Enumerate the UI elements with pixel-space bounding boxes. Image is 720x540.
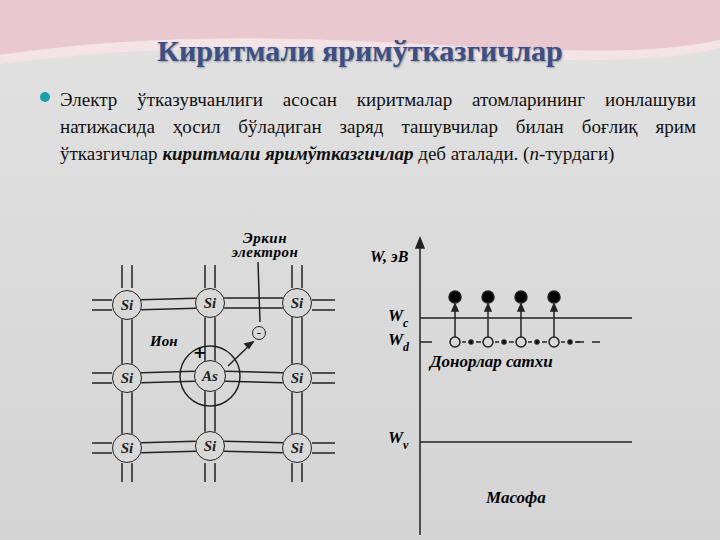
atom-symbol: Si bbox=[204, 295, 217, 312]
callout-label: Ион bbox=[150, 333, 178, 350]
axis-label: Масофа bbox=[486, 488, 546, 508]
silicon-atom: Si bbox=[112, 363, 142, 393]
atom-symbol: Si bbox=[291, 295, 304, 312]
silicon-atom: Si bbox=[282, 288, 312, 318]
bond-line bbox=[224, 298, 283, 308]
definition-end: деб аталади. ( bbox=[418, 143, 529, 164]
atom-symbol: Si bbox=[121, 370, 134, 387]
atom-symbol: - bbox=[257, 327, 261, 339]
bond-line bbox=[141, 371, 195, 382]
silicon-atom: Si bbox=[195, 288, 225, 318]
silicon-atom: Si bbox=[112, 290, 142, 320]
bond-line bbox=[292, 392, 302, 434]
silicon-atom: Si bbox=[112, 433, 142, 463]
level-subscript: d bbox=[403, 340, 409, 355]
electron-circle: - bbox=[252, 326, 266, 340]
callout-label: Эркин электрон bbox=[222, 231, 308, 259]
axis-label: W, эВ bbox=[370, 248, 408, 266]
atom-symbol: Si bbox=[291, 440, 304, 457]
level-subscript: v bbox=[403, 438, 408, 453]
bond-line bbox=[292, 317, 302, 364]
atom-symbol: Si bbox=[291, 370, 304, 387]
bond-line bbox=[205, 391, 215, 432]
bond-line bbox=[122, 392, 132, 434]
level-subscript: c bbox=[403, 316, 408, 331]
type-letter: n bbox=[529, 143, 539, 164]
silicon-atom: Si bbox=[282, 363, 312, 393]
bond-line bbox=[224, 441, 283, 452]
silicon-atom: Si bbox=[282, 433, 312, 463]
atom-symbol: Si bbox=[121, 297, 134, 314]
bond-line bbox=[225, 371, 283, 382]
defined-term: киритмали яримўтказгичлар bbox=[162, 143, 413, 164]
charge-sign: + bbox=[193, 345, 206, 361]
dopant-atom: As bbox=[194, 360, 226, 392]
level-symbol: W bbox=[388, 428, 403, 448]
bond-line bbox=[205, 317, 215, 361]
definition-text: Электр ўтказувчанлиги асосан киритмалар … bbox=[60, 86, 696, 167]
bond-line bbox=[141, 298, 196, 309]
slide-title: Киритмали яримўтказгичлар bbox=[0, 34, 720, 68]
level-symbol: W bbox=[388, 330, 403, 350]
definition-end: -турдаги) bbox=[539, 143, 615, 164]
bond-line bbox=[141, 441, 196, 452]
atom-symbol: Si bbox=[204, 438, 217, 455]
silicon-atom: Si bbox=[195, 431, 225, 461]
bond-line bbox=[122, 319, 132, 364]
atom-symbol: Si bbox=[121, 440, 134, 457]
level-symbol: W bbox=[388, 306, 403, 326]
level-label: Донорлар сатхи bbox=[430, 352, 553, 372]
atom-symbol: As bbox=[202, 368, 218, 385]
